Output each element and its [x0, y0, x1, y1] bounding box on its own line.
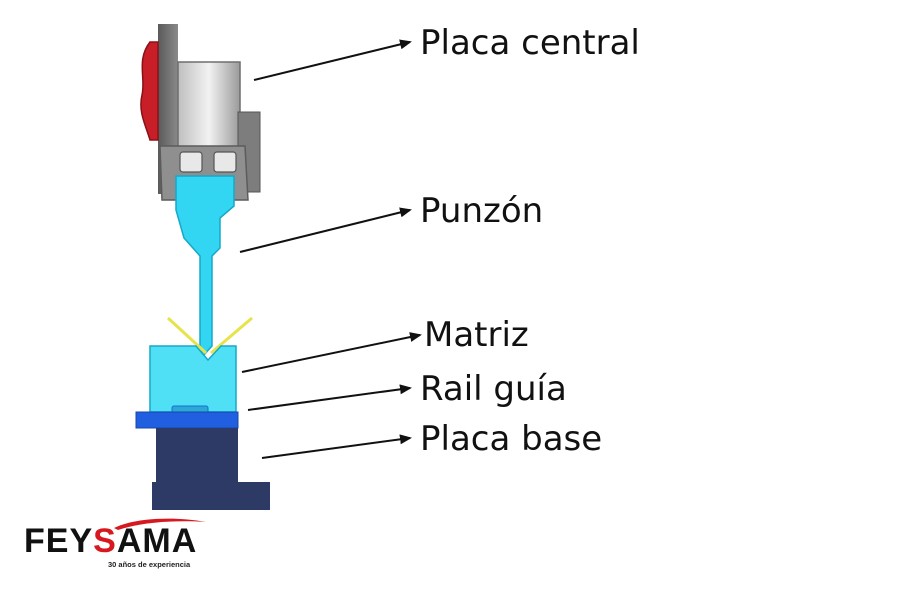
logo-prefix: FEY: [24, 522, 94, 560]
base-plate: [152, 428, 270, 510]
clamp-handle: [140, 41, 159, 141]
label-rail-guia: Rail guía: [420, 369, 567, 409]
clamp-pin-right: [213, 151, 237, 173]
sheet-bend-lines: [166, 316, 253, 355]
punch: [175, 175, 235, 358]
arrow-rail-guia: [247, 384, 412, 411]
label-punzon: Punzón: [420, 191, 544, 231]
logo-highlight: S: [93, 522, 117, 560]
arrow-punzon: [239, 207, 412, 253]
logo-swoosh-icon: [114, 518, 206, 530]
clamp-pin-left: [179, 151, 203, 173]
arrow-matriz: [241, 332, 422, 373]
logo-tagline: 30 años de experiencia: [108, 560, 191, 569]
label-placa-base: Placa base: [420, 419, 603, 459]
die-body: [149, 345, 237, 413]
feysama-logo: FEYSAMA 30 años de experiencia: [24, 516, 206, 572]
label-placa-central: Placa central: [420, 23, 640, 63]
logo-suffix: AMA: [116, 522, 198, 560]
die: [149, 345, 237, 415]
punch-body: [175, 175, 235, 358]
central-plate: [177, 61, 241, 151]
label-matriz: Matriz: [424, 315, 529, 355]
guide-rail: [135, 411, 239, 429]
leader-arrows: [239, 39, 422, 459]
base-foot: [152, 482, 270, 510]
arrow-placa-base: [261, 434, 412, 459]
arrow-placa-central: [253, 39, 412, 81]
logo-wordmark: FEYSAMA: [24, 522, 197, 561]
base-column: [156, 428, 238, 484]
